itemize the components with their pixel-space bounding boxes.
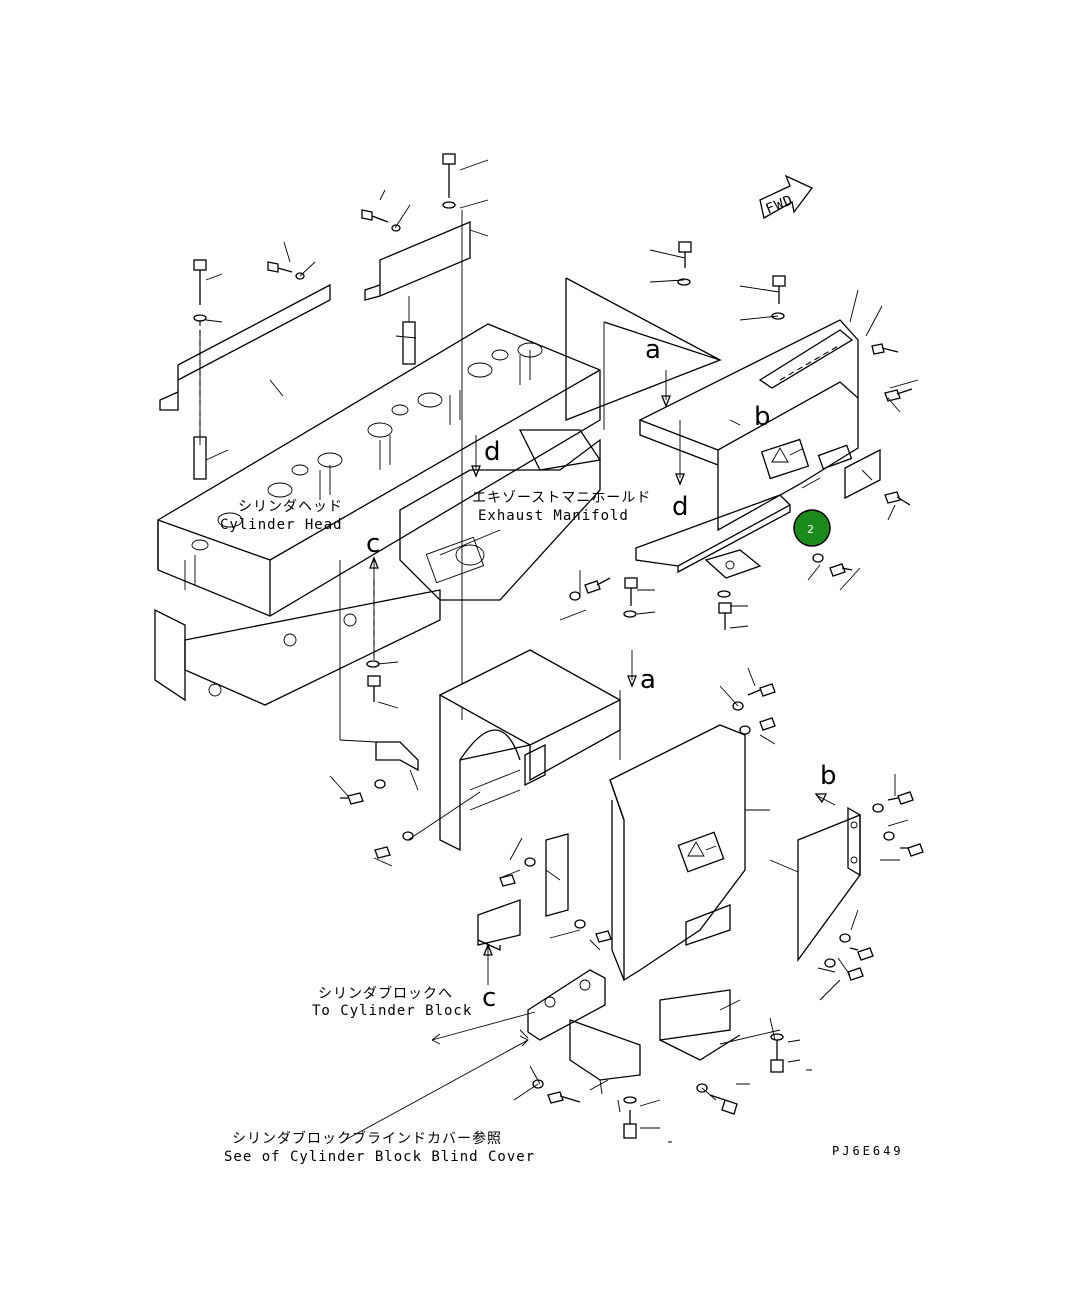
upper-right-heat-shield (638, 319, 881, 532)
upper-right-lower-bracket (635, 494, 792, 579)
reference-arrows (339, 370, 836, 985)
exhaust-manifold-en-label: Exhaust Manifold (478, 508, 629, 524)
forward-arrow-icon: FWD (759, 174, 814, 220)
top-left-bracket (159, 283, 331, 480)
right-triangle-bracket (797, 806, 861, 962)
bolt-icon (193, 153, 924, 1139)
ref-letter-d-top: d (484, 437, 501, 467)
exhaust-manifold-jp-label: エキゾーストマニホールド (472, 490, 651, 506)
cylinder-head-jp-label: シリンダヘッド (238, 499, 343, 515)
center-left-brackets (375, 741, 569, 952)
callout-marker[interactable]: 2 (793, 509, 831, 547)
ref-letter-b-bottom: b (820, 761, 837, 791)
ref-letter-b-top: b (754, 402, 771, 432)
ref-letter-c-bottom: c (482, 983, 496, 1013)
ref-letter-d-bottom: d (672, 492, 689, 522)
cylinder-head (154, 323, 601, 702)
bottom-brackets (527, 969, 741, 1081)
exhaust-manifold (399, 429, 602, 601)
center-heat-shield (438, 649, 622, 852)
ref-letter-a-bottom: a (640, 665, 656, 695)
ref-letter-a-top: a (645, 335, 661, 365)
manifold-outline-box (565, 277, 722, 430)
to-cylinder-block-jp-label: シリンダブロックへ (318, 985, 453, 1002)
to-cylinder-block-en-label: To Cylinder Block (312, 1003, 472, 1019)
cylinder-head-en-label: Cylinder Head (220, 517, 343, 533)
front-heat-shield (609, 724, 746, 982)
ref-letter-c-top: c (366, 529, 380, 559)
see-blind-cover-en-label: See of Cylinder Block Blind Cover (224, 1149, 535, 1165)
head-side-plate (184, 589, 441, 706)
drawing-code: PJ6E649 (832, 1144, 904, 1158)
leader-lines (205, 159, 919, 1143)
callout-number: 2 (807, 523, 814, 536)
see-blind-cover-jp-label: シリンダブロックブラインドカバー参照 (232, 1130, 502, 1147)
top-center-bracket (364, 210, 471, 720)
